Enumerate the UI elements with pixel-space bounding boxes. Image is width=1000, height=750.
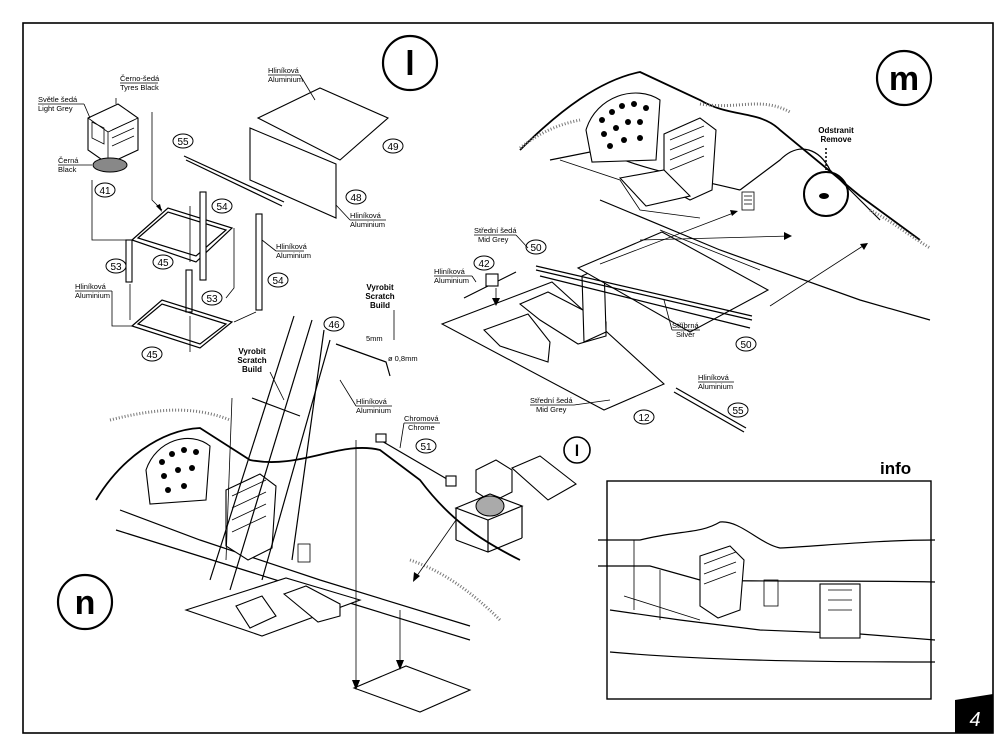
part-53-number: 53: [110, 262, 122, 273]
part-46-number: 46: [328, 320, 340, 331]
label-hlinikova-48: Hliníková: [350, 211, 382, 220]
part-55b-number: 55: [732, 406, 744, 417]
part-54-number: 54: [216, 202, 228, 213]
label-hlinikova-49: Hliníková: [268, 66, 300, 75]
label-aluminium-55: Aluminium: [698, 382, 733, 391]
label-remove: Remove: [820, 135, 852, 144]
label-vyrobit-1: Vyrobit: [366, 283, 394, 292]
part-48-number: 48: [350, 193, 362, 204]
label-tyres-black: Tyres Black: [120, 83, 159, 92]
label-build-2: Build: [242, 365, 262, 374]
label-black: Black: [58, 165, 77, 174]
label-hlinikova-55: Hliníková: [698, 373, 730, 382]
label-dim-08mm: ø 0,8mm: [388, 354, 418, 363]
label-silver: Silver: [676, 330, 695, 339]
step-l-small-badge: [563, 436, 591, 464]
part-55-number: 55: [177, 137, 189, 148]
part-45-number: 45: [157, 258, 169, 269]
info-panel: info: [598, 459, 936, 700]
label-aluminium-48: Aluminium: [350, 220, 385, 229]
headrest-part: [87, 103, 139, 173]
page-frame: [22, 22, 994, 734]
part-41-number: 41: [99, 186, 111, 197]
label-cerna: Černá: [58, 156, 79, 165]
step-n-badge: [56, 573, 114, 631]
page-number: 4: [969, 709, 980, 731]
part-50b-number: 50: [740, 340, 752, 351]
label-odstranit: Odstranit: [818, 126, 854, 135]
step-l-letter: l: [405, 45, 414, 83]
label-stribrna: Stříbrná: [672, 321, 700, 330]
part-45b-number: 45: [146, 350, 158, 361]
label-aluminium-42: Aluminium: [434, 276, 469, 285]
step-m-badge: [875, 49, 933, 107]
step-l-group: l Černo-šedá Tyres Black Světle šedá Lig…: [38, 34, 439, 362]
step-l-badge: [381, 34, 439, 92]
label-chromova: Chromová: [404, 414, 439, 423]
label-dim-5mm: 5mm: [366, 334, 383, 343]
label-stredni-seda-50: Střední šedá: [474, 226, 517, 235]
label-svetle-seda: Světle šedá: [38, 95, 78, 104]
part-42-number: 42: [478, 259, 490, 270]
label-build-1: Build: [370, 301, 390, 310]
label-hlinikova-42: Hliníková: [434, 267, 466, 276]
part-54b-number: 54: [272, 276, 284, 287]
label-scratch-2: Scratch: [237, 356, 266, 365]
label-hlinikova-54: Hliníková: [276, 242, 308, 251]
part-50-number: 50: [530, 243, 542, 254]
label-light-grey: Light Grey: [38, 104, 73, 113]
label-aluminium-53: Aluminium: [75, 291, 110, 300]
page-number-block: 4: [955, 694, 993, 733]
part-49-number: 49: [387, 142, 399, 153]
label-aluminium-46: Aluminium: [356, 406, 391, 415]
label-stredni-seda-12: Střední šedá: [530, 396, 573, 405]
label-mid-grey-12: Mid Grey: [536, 405, 567, 414]
label-vyrobit-2: Vyrobit: [238, 347, 266, 356]
label-mid-grey-50: Mid Grey: [478, 235, 509, 244]
label-chrome: Chrome: [408, 423, 435, 432]
step-n-letter: n: [75, 584, 96, 622]
info-title: info: [880, 459, 911, 478]
label-hlinikova-53: Hliníková: [75, 282, 107, 291]
part-53b-number: 53: [206, 294, 218, 305]
step-m-group: m Odstranit Remove: [434, 49, 933, 433]
part-51-number: 51: [420, 442, 432, 453]
part-12-number: 12: [638, 413, 650, 424]
label-hlinikova-46: Hliníková: [356, 397, 388, 406]
step-m-letter: m: [889, 60, 919, 98]
step-n-group: n 46 5mm ø 0: [56, 283, 591, 713]
label-aluminium-54: Aluminium: [276, 251, 311, 260]
label-cerno-seda: Černo-šedá: [120, 74, 160, 83]
label-scratch-1: Scratch: [365, 292, 394, 301]
label-aluminium-49: Aluminium: [268, 75, 303, 84]
step-l-small-letter: l: [575, 443, 579, 460]
